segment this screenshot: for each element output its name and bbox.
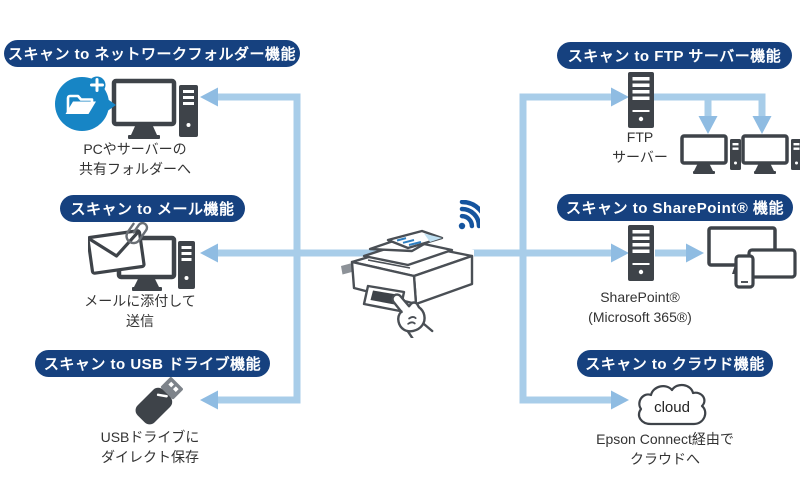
- server-tower-icon: [628, 225, 654, 281]
- client-pc-icon: [741, 134, 800, 174]
- cloud-icon-label: cloud: [654, 399, 690, 416]
- scanned-document: [386, 229, 444, 250]
- printer-illustration: [341, 200, 480, 338]
- flow-arrowheads: [200, 87, 772, 410]
- network-folder-icon: [55, 76, 198, 139]
- control-panel: [362, 284, 406, 313]
- badge-scan-to-sharepoint: スキャン to SharePoint® 機能: [557, 194, 793, 221]
- ftp-server-icon: [628, 72, 800, 174]
- caption-line: FTP: [626, 129, 654, 145]
- caption-line: (Microsoft 365®): [588, 308, 692, 325]
- caption-line: 共有フォルダーへ: [79, 160, 191, 177]
- caption-cloud: Epson Connect経由で クラウドへ: [585, 430, 745, 469]
- caption-line: クラウドへ: [630, 450, 700, 467]
- badge-scan-to-network-folder: スキャン to ネットワークフォルダー機能: [4, 40, 300, 67]
- caption-line: Epson Connect経由で: [596, 431, 734, 447]
- shared-folder-icon: [55, 76, 116, 131]
- caption-network-folder: PCやサーバーの 共有フォルダーへ: [55, 140, 215, 179]
- badge-scan-to-ftp: スキャン to FTP サーバー機能: [557, 42, 792, 69]
- client-pc-icon: [680, 134, 741, 174]
- desktop-pc-icon: [111, 78, 198, 139]
- usb-drive-icon: [135, 377, 183, 425]
- caption-line: サーバー: [612, 148, 668, 165]
- cloud-icon: cloud: [637, 383, 707, 426]
- caption-line: メールに添付して: [84, 293, 196, 309]
- paperclip-icon: [125, 222, 149, 245]
- badge-scan-to-mail: スキャン to メール機能: [60, 195, 245, 222]
- badge-scan-to-cloud: スキャン to クラウド機能: [577, 350, 773, 377]
- envelope-icon: [88, 229, 146, 275]
- caption-ftp: FTP サーバー: [600, 128, 680, 167]
- caption-usb: USBドライブに ダイレクト保存: [70, 428, 230, 467]
- sharepoint-server-icon: [628, 225, 797, 289]
- wifi-icon: [458, 200, 480, 230]
- caption-sharepoint: SharePoint® (Microsoft 365®): [560, 288, 720, 327]
- caption-line: SharePoint®: [600, 289, 680, 305]
- caption-line: ダイレクト保存: [101, 448, 199, 465]
- caption-mail: メールに添付して 送信: [60, 292, 220, 331]
- flow-lines: [218, 93, 766, 404]
- caption-line: 送信: [126, 312, 154, 329]
- server-tower-icon: [628, 72, 654, 128]
- caption-line: PCやサーバーの: [83, 141, 187, 157]
- badge-scan-to-usb: スキャン to USB ドライブ機能: [35, 350, 270, 377]
- multi-device-icon: [707, 226, 797, 289]
- caption-line: USBドライブに: [100, 429, 200, 445]
- hand-icon: [391, 293, 434, 338]
- mail-icon: [88, 222, 195, 291]
